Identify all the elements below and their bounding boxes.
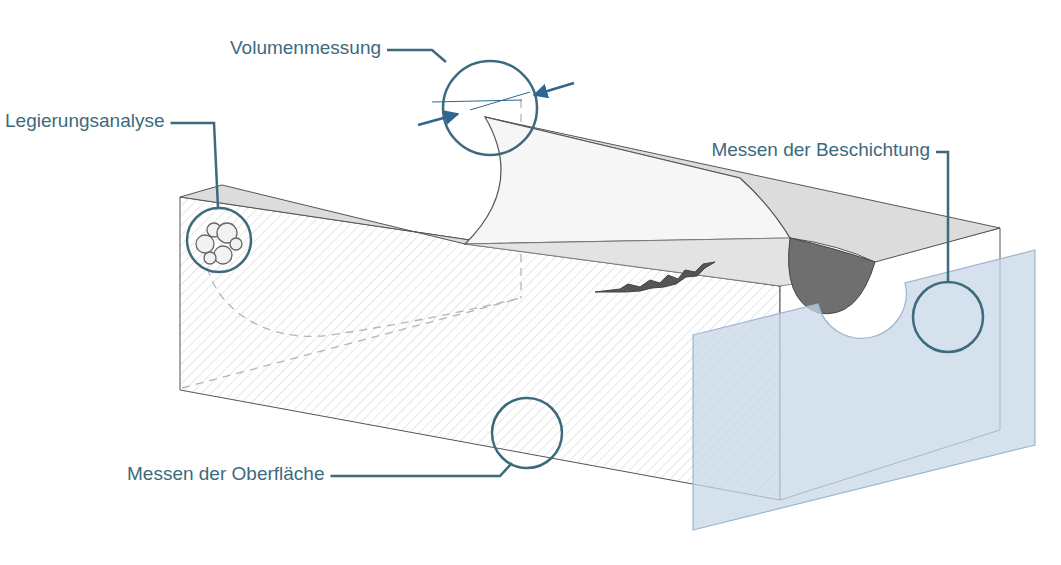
leader-line (387, 50, 446, 62)
coating-panel (693, 250, 1035, 530)
alloy-grains (196, 223, 242, 264)
volume-marks (418, 83, 574, 125)
groove-section (789, 238, 875, 314)
leader-line (936, 152, 948, 282)
callout-circles (187, 61, 983, 468)
callout-label: Messen der Oberfläche (127, 464, 325, 485)
callout-label: Legierungsanalyse (5, 111, 165, 132)
leader-line (331, 463, 513, 476)
callout-label: Messen der Beschichtung (711, 140, 930, 161)
groove-wall (465, 117, 790, 244)
leader-lines (171, 50, 948, 476)
groove-floor (465, 238, 800, 286)
callout-label: Volumenmessung (230, 38, 381, 59)
leader-line (171, 123, 218, 208)
crack (595, 262, 715, 292)
